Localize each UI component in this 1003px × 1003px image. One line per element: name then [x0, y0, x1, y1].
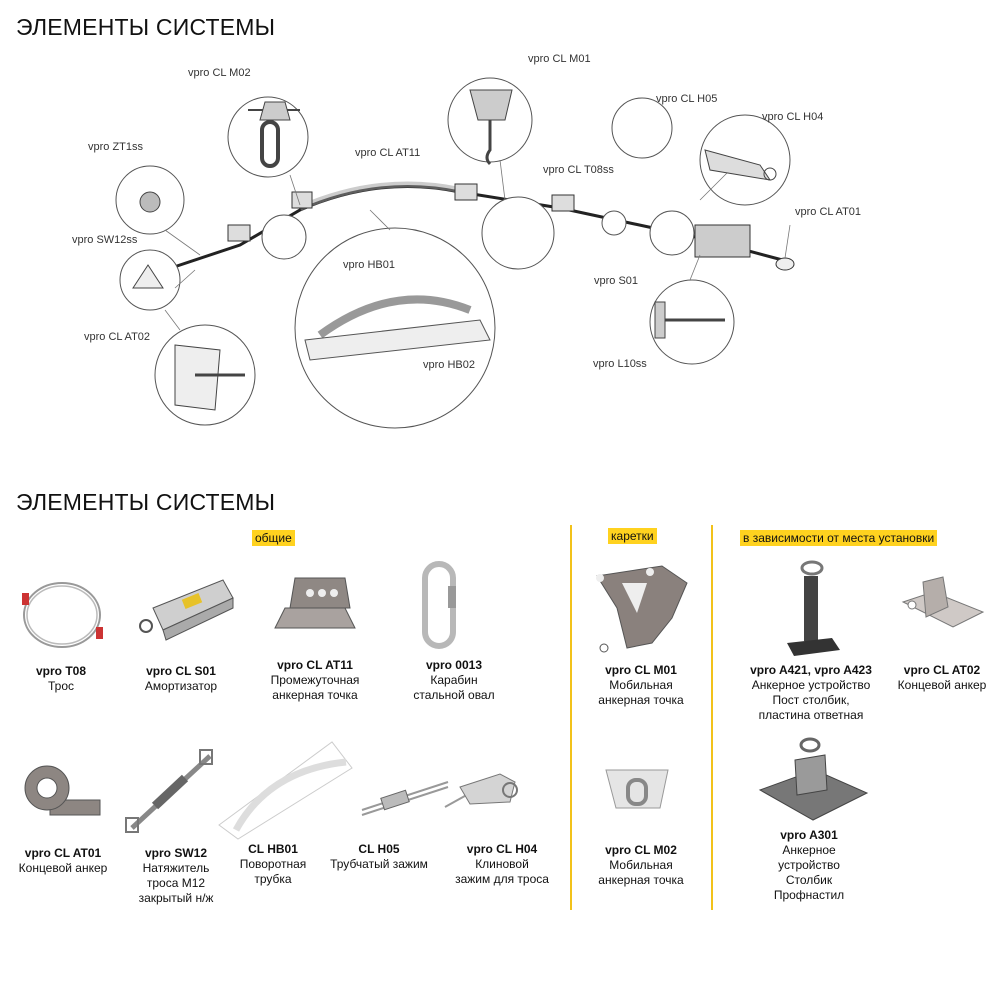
item-hb01: CL HB01 Поворотная трубка	[239, 842, 307, 886]
callout-m01: vpro CL M01	[528, 53, 591, 65]
item-m01: vpro CL M01 Мобильная анкерная точка	[598, 663, 684, 707]
hb-tube-shape	[304, 295, 491, 361]
group-tag-install: в зависимости от места установки	[740, 530, 938, 546]
callout-l10ss: vpro L10ss	[593, 358, 647, 370]
item-at02: vpro CL AT02 Концевой анкер	[897, 663, 987, 692]
m01-carriage-shape	[469, 89, 513, 166]
sw12ss-shape	[132, 264, 164, 289]
item-a301: vpro A301 Анкерное устройство Столбик Пр…	[773, 828, 845, 902]
callout-hb02: vpro HB02	[423, 359, 475, 371]
item-a421: vpro A421, vpro A423 Анкерное устройство…	[750, 663, 872, 722]
group-tag-carriages: каретки	[608, 528, 657, 544]
at02-anchor-shape	[174, 344, 245, 411]
item-h04: vpro CL H04 Клиновой зажим для троса	[455, 842, 549, 886]
at11-bracket-far	[551, 194, 575, 212]
post-a421-image	[787, 560, 840, 656]
item-m02: vpro CL M02 Мобильная анкерная точка	[598, 843, 684, 887]
divider-right	[711, 525, 713, 910]
detail-circle-m01-small	[481, 196, 555, 270]
end-anchor-at02-image	[901, 576, 985, 628]
callout-m02: vpro CL M02	[188, 67, 251, 79]
rotary-tube-hb01-image	[218, 741, 353, 840]
item-t08: vpro T08 Трос	[35, 664, 86, 693]
zt1ss-shape	[139, 191, 161, 213]
detail-circle-hb	[294, 227, 496, 429]
cable-t08-image	[22, 582, 103, 648]
callout-h04: vpro CL H04	[762, 111, 823, 123]
diagram-title: ЭЛЕМЕНТЫ СИСТЕМЫ	[16, 14, 276, 40]
item-at11: vpro CL AT11 Промежуточная анкерная точк…	[270, 658, 360, 702]
callout-zt1ss: vpro ZT1ss	[88, 141, 144, 153]
end-anchor-shape	[775, 257, 795, 271]
system-diagram: vpro CL M02 vpro ZT1ss vpro SW12ss vpro …	[72, 53, 861, 429]
detail-circle-h05	[611, 97, 673, 159]
at11-bracket-left	[227, 224, 251, 242]
l10ss-shape	[654, 301, 725, 339]
shock-absorber-s01-image	[139, 579, 234, 641]
catalog-title: ЭЛЕМЕНТЫ СИСТЕМЫ	[16, 489, 276, 515]
item-at01: vpro CL AT01 Концевой анкер	[18, 846, 108, 875]
at11-bracket-mid	[291, 191, 313, 209]
bracket-at11-image	[274, 577, 356, 629]
detail-circle-t08	[601, 210, 627, 236]
item-0013: vpro 0013 Карабин стальной овал	[413, 658, 495, 702]
callout-t08ss: vpro CL T08ss	[543, 164, 614, 176]
callout-at02: vpro CL AT02	[84, 331, 150, 343]
item-s01: vpro CL S01 Амортизатор	[144, 664, 218, 693]
turnbuckle-sw12-image	[125, 749, 213, 833]
group-tag-general: общие	[252, 530, 295, 546]
callout-at01: vpro CL AT01	[795, 206, 861, 218]
detail-circle-s01-small	[649, 210, 695, 256]
shock-absorber-shape	[694, 224, 751, 258]
detail-circle-l10ss	[649, 279, 735, 365]
m02-carriage-shape	[248, 101, 300, 168]
callout-s01: vpro S01	[594, 275, 638, 287]
divider-left	[570, 525, 572, 910]
wedge-clamp-h04-image	[444, 773, 518, 808]
carabiner-0013-image	[422, 561, 456, 649]
carriage-m01-image	[596, 565, 688, 653]
end-anchor-at01-image	[24, 765, 101, 816]
h04-clamp-shape	[704, 149, 777, 181]
callout-hb01: vpro HB01	[343, 259, 395, 271]
callout-h05: vpro CL H05	[656, 93, 717, 105]
callout-at11: vpro CL AT11	[355, 147, 420, 159]
post-a301-image	[758, 737, 869, 821]
at11-bracket-right	[454, 183, 478, 201]
item-h05: CL H05 Трубчатый зажим	[330, 842, 428, 871]
detail-circle-h04	[699, 114, 791, 206]
tube-clamp-h05-image	[361, 781, 449, 816]
detail-circle-carabiner	[261, 214, 307, 260]
item-sw12: vpro SW12 Натяжитель троса М12 закрытый …	[138, 846, 214, 905]
carriage-m02-image	[605, 769, 669, 809]
callout-sw12ss: vpro SW12ss	[72, 234, 138, 246]
